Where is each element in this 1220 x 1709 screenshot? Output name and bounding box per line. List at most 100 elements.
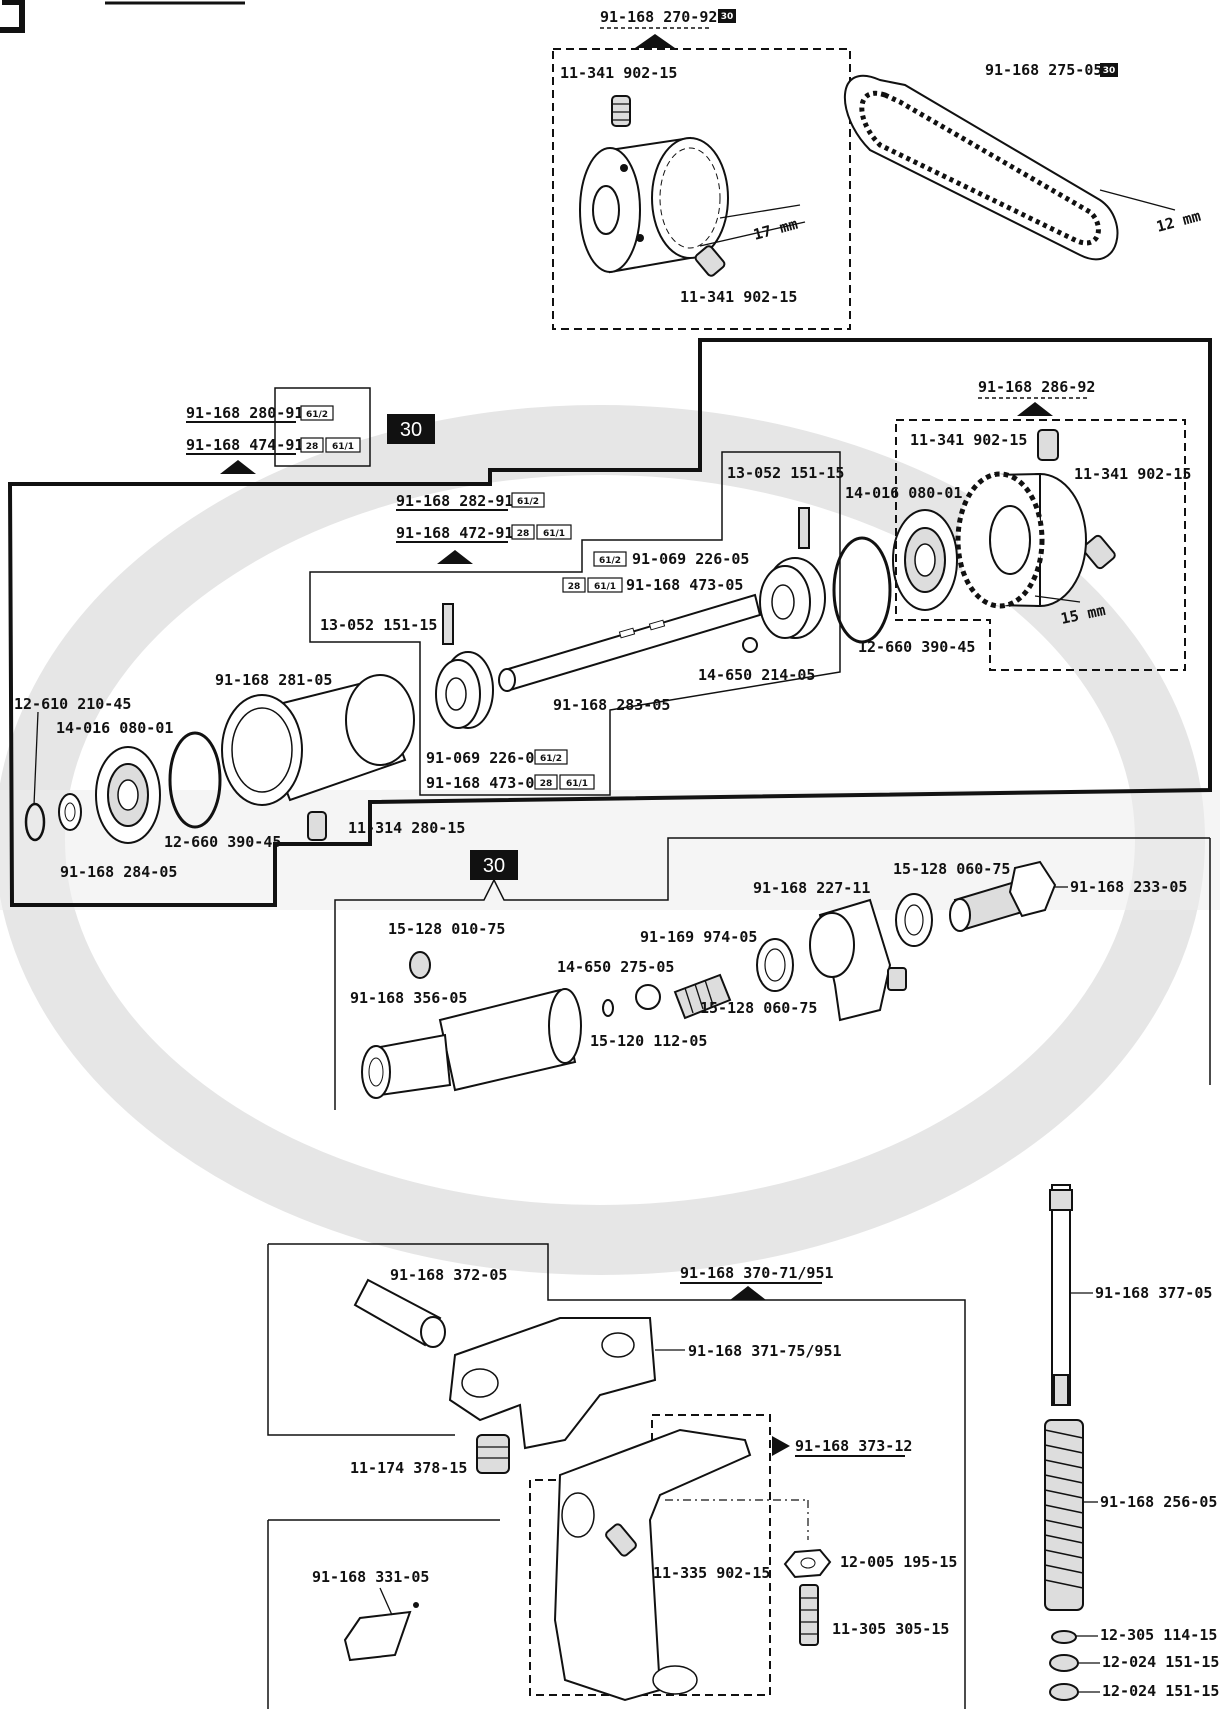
svg-text:61/1: 61/1 (332, 442, 354, 452)
badge-28: 28 (511, 524, 535, 540)
washer-icon (1051, 1630, 1077, 1644)
dashed-box-pulley-top (552, 48, 851, 330)
setscrew-icon (605, 1523, 637, 1557)
pointer-triangle (730, 1286, 766, 1300)
shaft-icon (498, 593, 762, 692)
label-flange-b1: 91-069 226-05 (426, 749, 543, 767)
label-ball-b: 14-650 275-05 (557, 958, 674, 976)
setscrew-icon (694, 245, 726, 277)
group-label-lever: 91-168 370-71/951 (680, 1264, 834, 1282)
label-nut-b: 12-024 151-15 (1102, 1682, 1219, 1700)
group-label-belt: 91-168 275-05 (985, 61, 1102, 79)
label-flange-a1: 91-069 226-05 (632, 550, 749, 568)
group-label-sub-a: 91-168 282-91 (396, 492, 513, 510)
setscrew-icon (476, 1434, 510, 1474)
roller-pin-icon (353, 1278, 446, 1348)
group-label-assembly-b: 91-168 474-91 (186, 436, 303, 454)
badge-61-2: 61/2 (534, 749, 568, 765)
svg-text:61/1: 61/1 (566, 779, 588, 789)
label-bolt: 91-168 233-05 (1070, 878, 1187, 896)
plate-icon (343, 1602, 419, 1662)
svg-text:30: 30 (483, 855, 505, 877)
label-flange-a2: 91-168 473-05 (626, 576, 743, 594)
sub-assembly-outline (309, 451, 841, 796)
pin-icon (442, 603, 454, 645)
label-washer-c: 15-128 060-75 (700, 999, 817, 1017)
badge-30-assembly: 30 (387, 414, 435, 444)
lever-outline (268, 1243, 966, 1709)
label-washer-e: 12-305 114-15 (1100, 1626, 1217, 1644)
setscrew-icon (307, 811, 327, 841)
group-elbow-assembly: 30 15-128 010-75 91-168 356-05 15-120 11… (334, 837, 1211, 1110)
svg-text:61/2: 61/2 (540, 754, 562, 764)
ball-bearing-icon (892, 509, 958, 611)
label-disc: 15-120 112-05 (590, 1032, 707, 1050)
timing-pulley-icon (579, 136, 729, 274)
label-ball-a: 14-650 214-05 (698, 666, 815, 684)
setscrew-icon (1037, 429, 1059, 461)
hex-bolt-icon (949, 860, 1057, 932)
badge-30-top: 30 (718, 9, 736, 23)
label-housing: 91-168 281-05 (215, 671, 332, 689)
badge-61-2: 61/2 (511, 492, 545, 508)
housing-sleeve-icon (221, 674, 415, 806)
timing-belt-icon (843, 74, 1119, 261)
timing-pulley-icon (955, 471, 1087, 609)
badge-61-1: 61/1 (536, 524, 572, 540)
circlip-icon (24, 802, 46, 842)
group-label-pulley-right: 91-168 286-92 (978, 378, 1095, 396)
fork-bracket-icon (553, 1428, 752, 1702)
dashed-box-pulley-right (895, 419, 1186, 671)
label-bearing-b: 14-016 080-01 (56, 719, 173, 737)
label-flange-b2: 91-168 473-05 (426, 774, 543, 792)
label-nut: 12-005 195-15 (840, 1553, 957, 1571)
svg-text:28: 28 (540, 779, 553, 789)
label-washer-d: 15-128 060-75 (893, 860, 1010, 878)
setscrew-icon (1082, 534, 1116, 570)
threaded-stud-icon (799, 1584, 819, 1646)
svg-text:17 mm: 17 mm (751, 215, 799, 244)
badge-28: 28 (534, 774, 558, 790)
badge-28: 28 (300, 437, 324, 453)
label-elbow: 91-168 227-11 (753, 879, 870, 897)
spring-icon (673, 973, 732, 1020)
setscrew-icon (611, 95, 631, 127)
label-ring-a: 12-660 390-45 (858, 638, 975, 656)
badge-28: 28 (562, 577, 586, 593)
badge-61-1: 61/1 (559, 774, 595, 790)
label-setscrew-mid: 11-314 280-15 (348, 819, 465, 837)
hex-nut-icon (1049, 1683, 1079, 1701)
page-corner-fragment (0, 0, 245, 33)
svg-text:61/1: 61/1 (543, 529, 565, 539)
svg-text:61/1: 61/1 (594, 582, 616, 592)
badge-61-1: 61/1 (587, 577, 623, 593)
badge-30-elbow: 30 (470, 850, 518, 880)
svg-text:61/2: 61/2 (599, 556, 621, 566)
group-label-sub-b: 91-168 472-91 (396, 524, 513, 542)
pointer-triangle (635, 34, 675, 48)
label-spring-small: 91-169 974-05 (640, 928, 757, 946)
group-label-assembly-a: 91-168 280-91 (186, 404, 303, 422)
label-screw-lever: 11-174 378-15 (350, 1459, 467, 1477)
lever-arm-icon (448, 1317, 657, 1450)
group-label-pulley-top: 91-168 270-92 (600, 8, 717, 26)
label-shaft: 91-168 283-05 (553, 696, 670, 714)
ball-icon (742, 637, 758, 653)
label-bearing-a: 14-016 080-01 (845, 484, 962, 502)
flange-icon (759, 557, 826, 639)
group-rod-stack: 91-168 377-05 91-168 256-05 12-305 114-1… (1044, 1184, 1219, 1701)
pointer-triangle (437, 550, 473, 564)
pointer-triangle (220, 460, 256, 474)
label-screw-right-a: 11-341 902-15 (910, 431, 1027, 449)
washer-icon (58, 793, 82, 831)
group-label-lever-sub: 91-168 373-12 (795, 1437, 912, 1455)
retaining-ring-icon (168, 731, 222, 829)
label-rod: 91-168 377-05 (1095, 1284, 1212, 1302)
group-shaft-assembly: 91-168 280-91 61/2 91-168 474-91 28 61/1… (7, 338, 1212, 907)
ball-bearing-icon (95, 746, 161, 844)
badge-61-1: 61/1 (325, 437, 361, 453)
label-stud: 11-305 305-15 (832, 1620, 949, 1638)
flange-icon (435, 651, 494, 729)
svg-text:28: 28 (568, 582, 581, 592)
disc-icon (602, 999, 614, 1017)
